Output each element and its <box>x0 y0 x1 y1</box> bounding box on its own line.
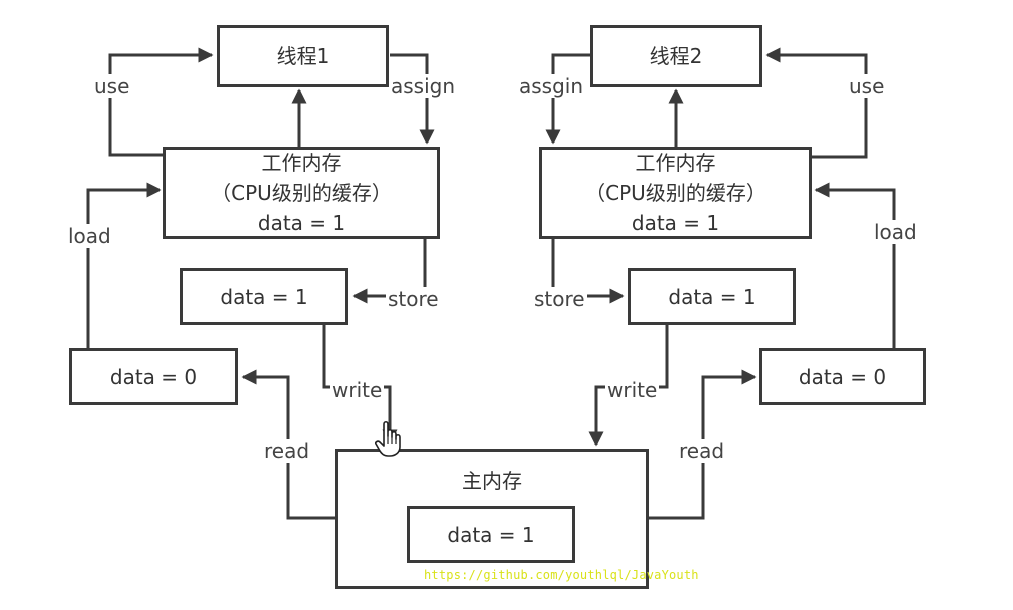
load-arrow-right <box>814 182 896 350</box>
main-memory-value: data = 1 <box>447 522 535 547</box>
thread1-title: 线程1 <box>276 44 330 68</box>
thread1-load-value: data = 0 <box>109 364 198 389</box>
read-label-right: read <box>677 439 727 463</box>
store-label-left: store <box>386 287 441 311</box>
load-label-left: load <box>66 224 113 248</box>
write-label-right: write <box>605 378 660 402</box>
load-arrow-left <box>86 182 162 350</box>
thread2-title: 线程2 <box>649 44 703 68</box>
store-label-right: store <box>532 287 587 311</box>
load-label-right: load <box>872 220 919 244</box>
assign-label: assign <box>389 74 458 98</box>
assign-arrow <box>390 53 435 145</box>
thread1-store-value: data = 1 <box>220 284 308 309</box>
assgin-label: assgin <box>517 74 586 98</box>
use-arrow-right <box>765 47 868 159</box>
watermark-url: https://github.com/youthlql/JavaYouth <box>424 568 699 582</box>
thread2-load-box: data = 0 <box>759 348 926 405</box>
thread2-store-value: data = 1 <box>668 284 756 309</box>
hand-pointer-icon <box>375 420 401 457</box>
thread2-store-box: data = 1 <box>628 268 796 325</box>
use-label-left: use <box>92 74 132 98</box>
thread1-store-box: data = 1 <box>180 268 348 325</box>
thread2-work-memory-title: 工作内存 <box>635 151 716 175</box>
assgin-arrow <box>545 53 590 145</box>
main-memory-data-box: data = 1 <box>407 506 575 563</box>
write-label-left: write <box>330 378 385 402</box>
thread2-work-memory-value: data = 1 <box>631 211 720 235</box>
thread1-work-memory-box: 工作内存 （CPU级别的缓存） data = 1 <box>163 147 440 239</box>
use-label-right: use <box>847 74 887 98</box>
thread1-work-memory-title: 工作内存 <box>261 151 342 175</box>
thread2-work-memory-subtitle: （CPU级别的缓存） <box>585 181 766 205</box>
use-arrow-left <box>108 47 214 157</box>
read-label-left: read <box>262 439 312 463</box>
thread2-box: 线程2 <box>590 25 762 87</box>
thread2-load-value: data = 0 <box>798 364 887 389</box>
main-memory-title: 主内存 <box>462 469 522 493</box>
thread1-work-memory-value: data = 1 <box>257 211 346 235</box>
thread1-box: 线程1 <box>217 25 389 87</box>
thread1-work-memory-subtitle: （CPU级别的缓存） <box>211 181 392 205</box>
thread2-work-memory-box: 工作内存 （CPU级别的缓存） data = 1 <box>539 147 812 239</box>
thread1-load-box: data = 0 <box>69 348 238 405</box>
